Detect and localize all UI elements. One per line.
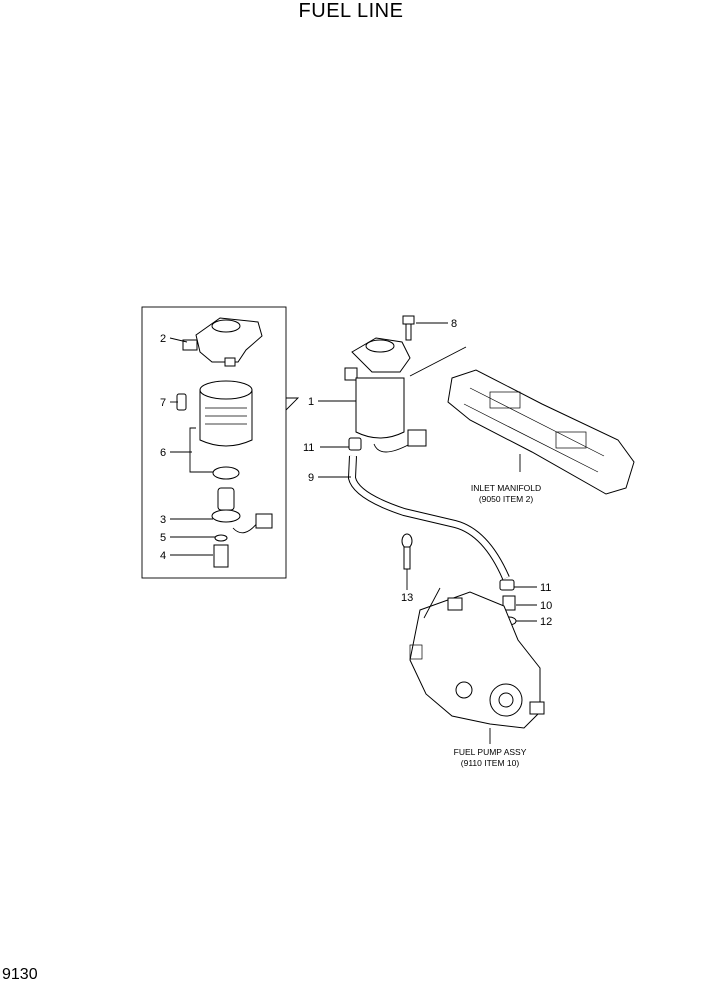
page-number: 9130 <box>2 966 38 983</box>
detail-box-pointer <box>285 397 300 411</box>
manifold-link-line <box>409 346 467 377</box>
connector-part <box>502 595 516 611</box>
fuel-hose-part <box>347 455 510 580</box>
fuel-pump-ref: (9110 ITEM 10) <box>461 758 520 768</box>
inlet-manifold-part <box>447 369 635 495</box>
bolt-part <box>402 315 415 341</box>
callout-11-upper: 11 <box>303 442 314 454</box>
callout-6: 6 <box>160 447 166 459</box>
filter-head-part <box>182 317 263 367</box>
callout-5: 5 <box>160 532 166 544</box>
o-ring-part <box>212 466 240 480</box>
callout-10: 10 <box>540 600 552 612</box>
fuel-filter-assy-part <box>344 337 427 453</box>
page-title: FUEL LINE <box>298 0 404 22</box>
inlet-manifold-note: INLET MANIFOLD <box>471 483 541 493</box>
fuel-pump-note: FUEL PUMP ASSY <box>454 747 527 757</box>
hose-clip-upper-part <box>348 437 362 451</box>
callout-12: 12 <box>540 616 552 628</box>
small-o-ring-part <box>214 534 228 542</box>
hose-clip-lower-part <box>499 579 515 591</box>
filter-element-part <box>199 380 253 447</box>
callout-8: 8 <box>451 318 457 330</box>
callout-3: 3 <box>160 514 166 526</box>
callout-9: 9 <box>308 472 314 484</box>
callout-2: 2 <box>160 333 166 345</box>
fuel-pump-assy-part <box>409 587 545 729</box>
callout-11-lower: 11 <box>540 582 551 594</box>
callout-1: 1 <box>308 396 314 408</box>
drain-plug-part <box>213 544 229 568</box>
inlet-manifold-ref: (9050 ITEM 2) <box>479 494 533 504</box>
detail-box <box>141 306 287 579</box>
callout-7: 7 <box>160 397 166 409</box>
callout-4: 4 <box>160 550 166 562</box>
callout-13: 13 <box>401 592 413 604</box>
pin-part <box>176 393 187 411</box>
leader-lines <box>169 322 537 744</box>
hose-clip-13-part <box>401 533 413 570</box>
sensor-part <box>211 487 273 534</box>
